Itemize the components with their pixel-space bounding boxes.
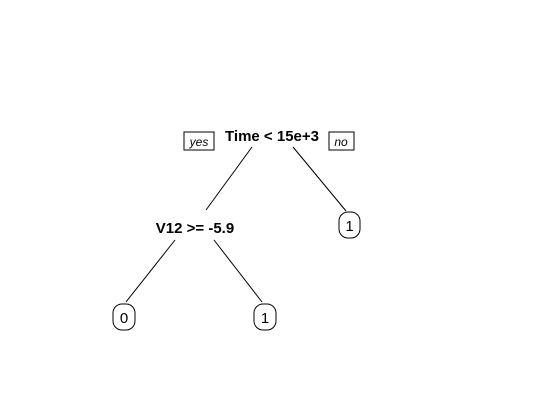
leaf-left-right-value: 1 <box>261 310 269 327</box>
yes-branch-box: yes <box>183 131 215 151</box>
edge-root-to-v12 <box>205 146 253 211</box>
leaf-left-left: 0 <box>112 303 136 331</box>
leaf-left-right: 1 <box>253 303 277 331</box>
v12-split-label: V12 >= -5.9 <box>156 220 234 237</box>
no-branch-label: no <box>334 135 348 149</box>
no-branch-box: no <box>328 131 355 151</box>
edge-v12-to-left-leaf <box>125 239 176 303</box>
edge-v12-to-right-leaf <box>213 239 263 303</box>
leaf-left-left-value: 0 <box>120 310 128 327</box>
root-split-label: Time < 15e+3 <box>225 128 319 145</box>
yes-branch-label: yes <box>189 135 209 149</box>
edge-root-to-right-leaf <box>292 146 347 212</box>
leaf-right-value: 1 <box>345 218 353 235</box>
leaf-right: 1 <box>338 211 361 239</box>
